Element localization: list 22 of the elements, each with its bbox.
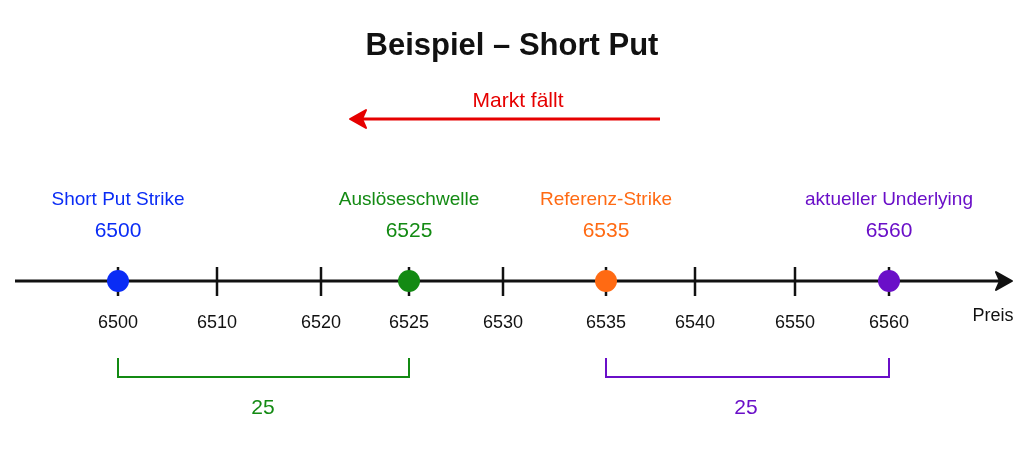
direction-label: Markt fällt <box>472 87 564 113</box>
point-value: 6525 <box>385 217 433 243</box>
title: Beispiel – Short Put <box>365 27 659 63</box>
point-label: Short Put Strike <box>51 188 185 210</box>
axis-label: Preis <box>972 304 1014 326</box>
tick-label: 6540 <box>675 311 715 333</box>
tick-label: 6535 <box>586 311 626 333</box>
tick-label: 6530 <box>483 311 523 333</box>
tick-label: 6510 <box>197 311 237 333</box>
tick-label: 6560 <box>869 311 909 333</box>
point-value: 6500 <box>94 217 142 243</box>
tick-label: 6520 <box>301 311 341 333</box>
tick-label: 6500 <box>98 311 138 333</box>
point-label: Auslöseschwelle <box>338 188 480 210</box>
tick-label: 6525 <box>389 311 429 333</box>
point-label: Referenz-Strike <box>540 188 672 210</box>
dimension-value: 25 <box>734 394 758 420</box>
point-label: aktueller Underlying <box>805 188 973 210</box>
dimension-value: 25 <box>251 394 275 420</box>
tick-label: 6550 <box>775 311 815 333</box>
point-value: 6535 <box>582 217 630 243</box>
point-value: 6560 <box>865 217 913 243</box>
